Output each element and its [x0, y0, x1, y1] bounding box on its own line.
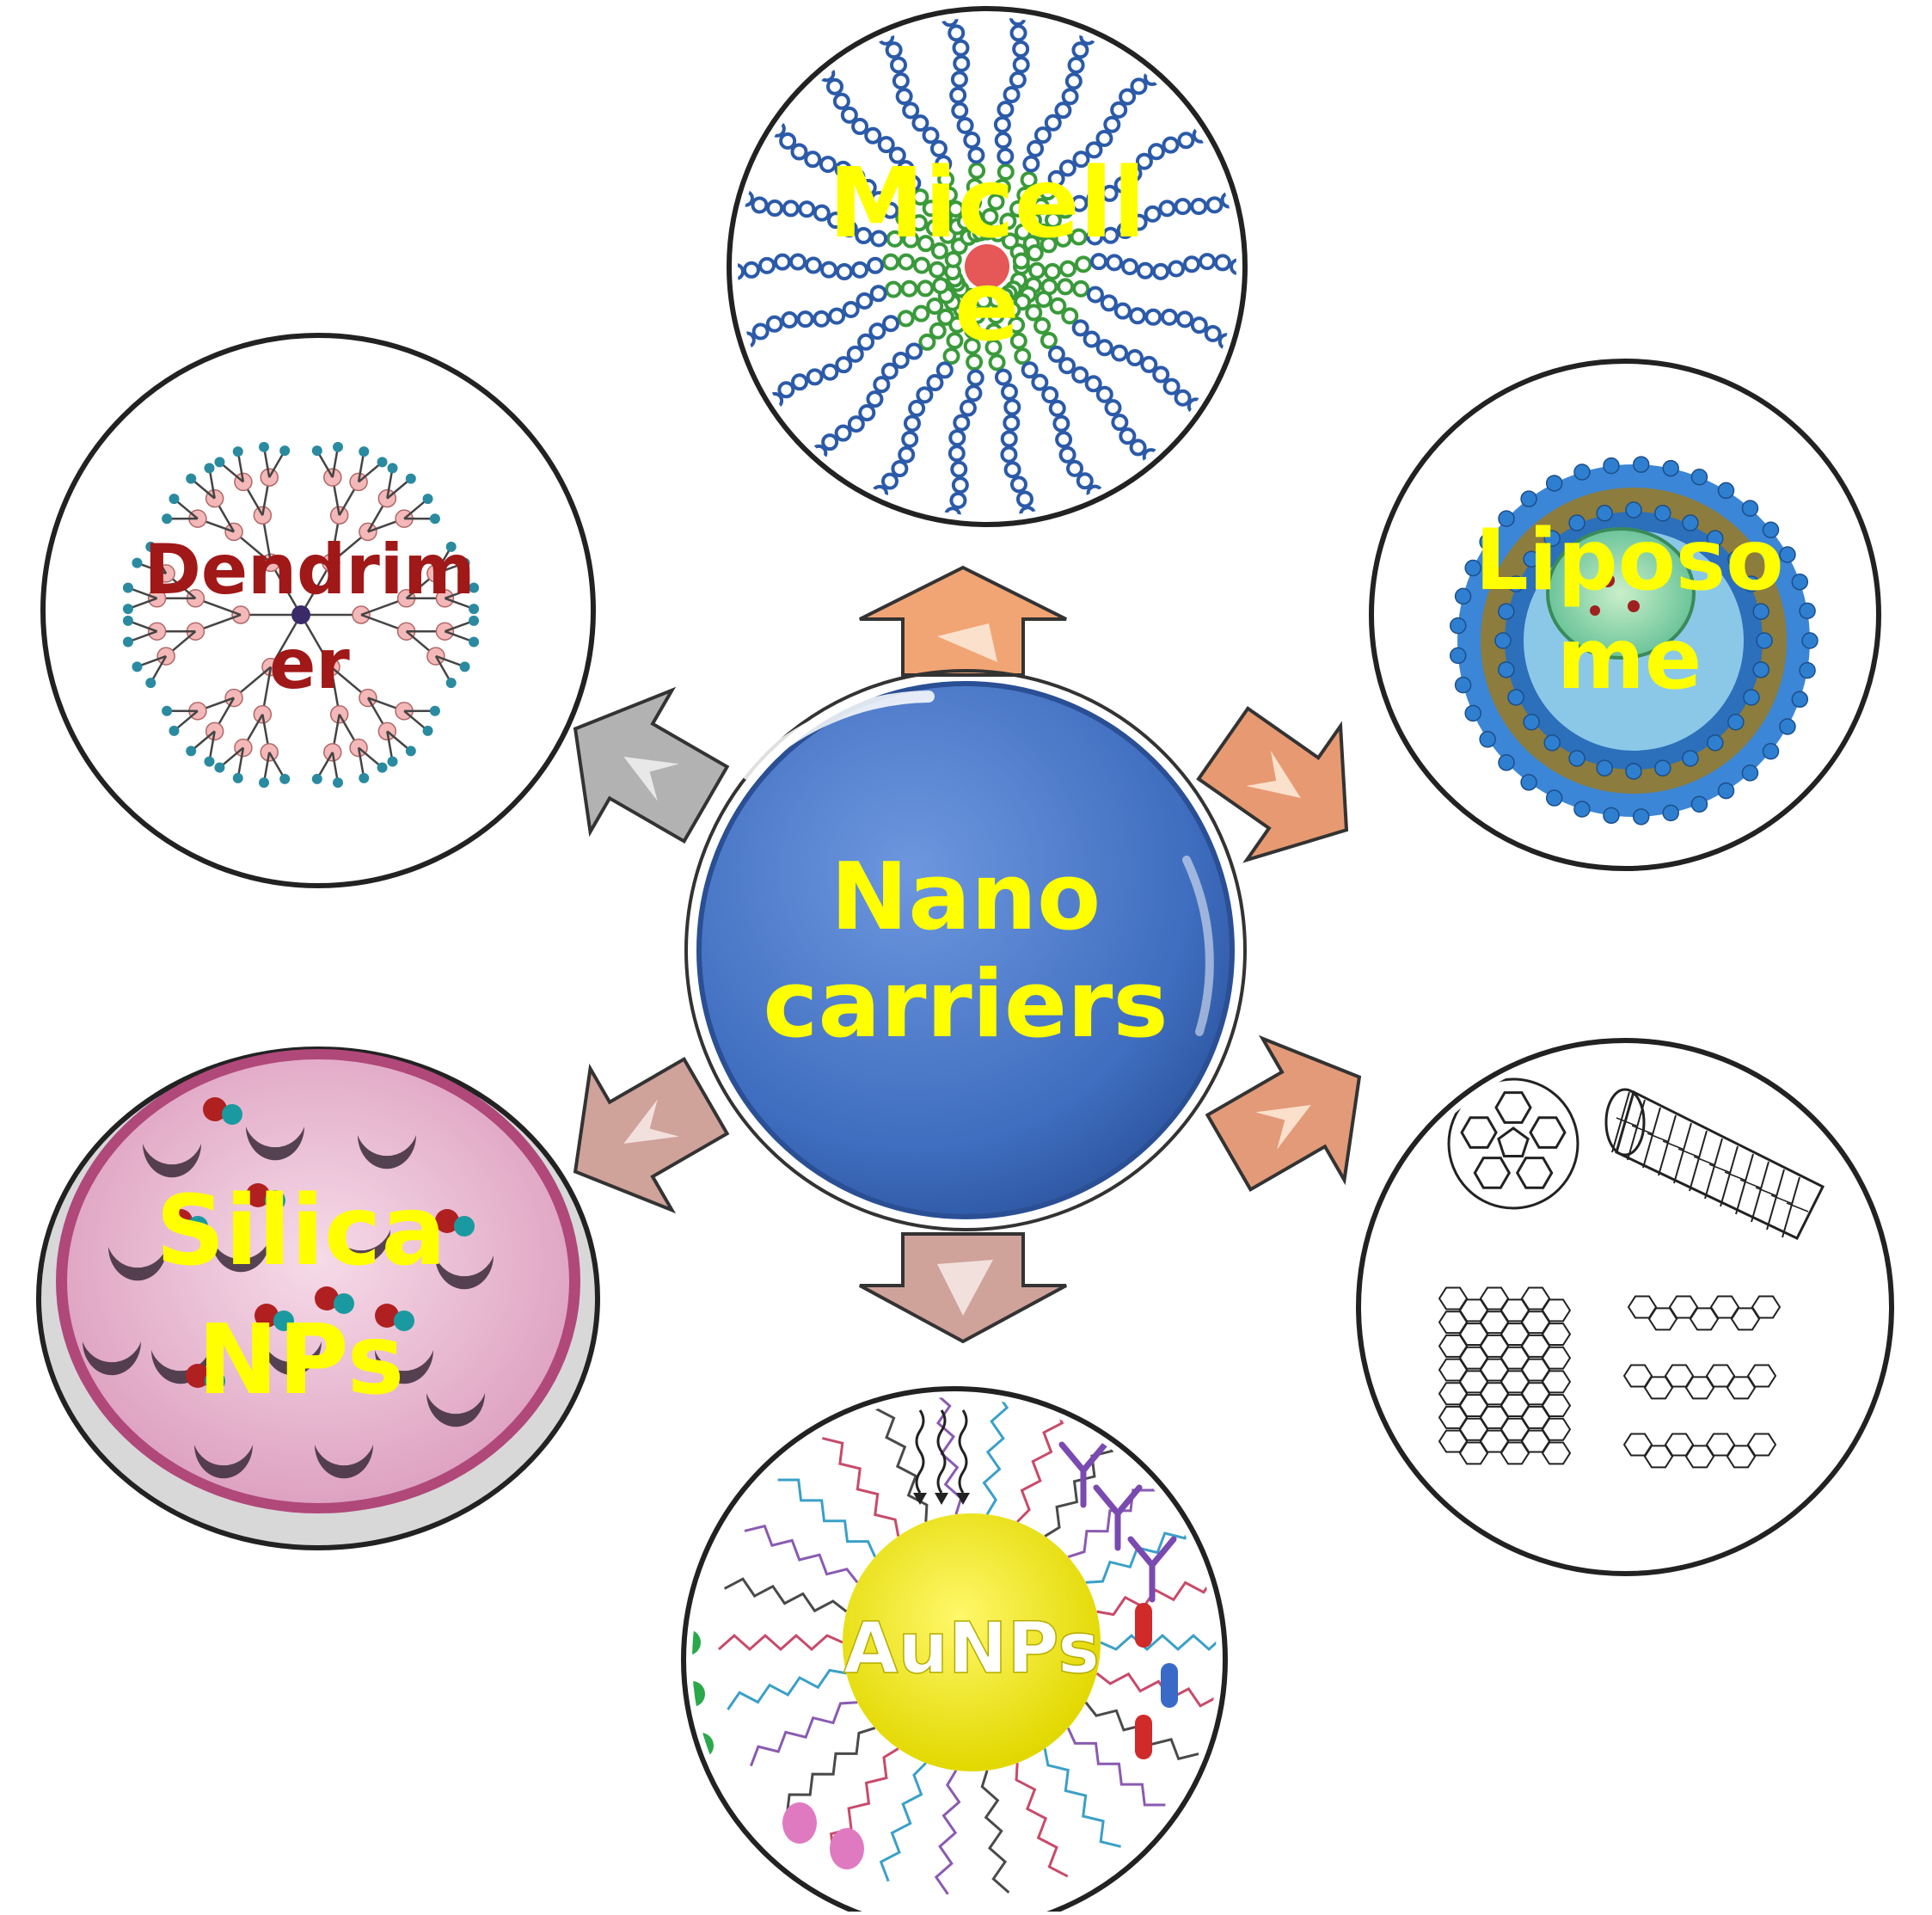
- liposome-node: Liposo me: [1371, 361, 1879, 869]
- aunps-node: AuNPs: [675, 1389, 1225, 1912]
- micelle-node: Micell e: [729, 9, 1245, 525]
- dendrimer-node: Dendrim er: [43, 335, 593, 886]
- liposome-label-line1: Liposo: [1475, 512, 1783, 610]
- aunps-label: AuNPs: [843, 1608, 1100, 1690]
- dendrimer-label-line2: er: [269, 624, 350, 704]
- liposome-label-line2: me: [1557, 611, 1702, 709]
- center-title-line1: Nano: [831, 844, 1101, 951]
- carbon-node: [1359, 1040, 1892, 1574]
- arrow-up-icon: [860, 568, 1066, 675]
- arrow-down-icon: [860, 1234, 1066, 1341]
- silica-label-line2: NPs: [198, 1304, 405, 1416]
- micelle-label-line2: e: [954, 251, 1020, 363]
- center-title-line2: carriers: [763, 951, 1168, 1059]
- silica-node: Silica NPs: [39, 1049, 598, 1548]
- dendrimer-label-line1: Dendrim: [144, 530, 475, 610]
- arrow-diagonal-icon: [1188, 1006, 1401, 1223]
- center-node: Nano carriers: [686, 671, 1245, 1230]
- silica-label-line1: Silica: [156, 1175, 446, 1287]
- micelle-label-line1: Micell: [829, 148, 1146, 260]
